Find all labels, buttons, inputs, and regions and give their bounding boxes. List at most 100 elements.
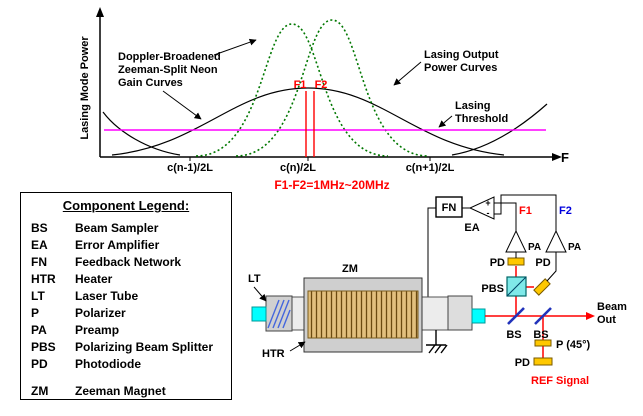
legend-name: Laser Tube — [75, 289, 139, 303]
tube-left-hatch — [267, 299, 291, 329]
legend-abbr: EA — [31, 238, 48, 252]
xtick-label-center: c(n)/2L — [280, 162, 316, 174]
lt-arrow-icon — [253, 286, 267, 302]
pbs-label: PBS — [481, 283, 504, 295]
legend-name: Error Amplifier — [75, 238, 160, 252]
beat-frequency-formula: F1-F2=1MHz~20MHz — [274, 178, 389, 192]
bs2-label: BS — [533, 329, 548, 341]
y-axis-arrow-icon — [96, 7, 104, 17]
pd-top-label: PD — [490, 257, 505, 269]
gain-annotation-line2: Zeeman-Split Neon — [118, 64, 218, 76]
legend-row-pbs: PBS Polarizing Beam Splitter — [21, 339, 231, 356]
gain-curve-f2 — [235, 19, 429, 157]
beam-out-arrow-icon — [586, 312, 595, 320]
gain-annotation-line3: Gain Curves — [118, 77, 183, 89]
beam-samplers — [507, 307, 552, 325]
legend-name: Photodiode — [75, 357, 141, 371]
signal-wires — [462, 194, 557, 282]
gain-annotation-arrow-icon — [213, 38, 257, 56]
tube-right-window — [471, 308, 486, 324]
error-amplifier — [468, 196, 495, 220]
beam-out-label-line2: Out — [597, 314, 616, 326]
bs1-label: BS — [506, 329, 521, 341]
preamp-1 — [505, 229, 527, 253]
f2-signal-label: F2 — [559, 205, 572, 217]
legend-abbr: FN — [31, 255, 47, 269]
p45-label: P (45°) — [556, 339, 590, 351]
legend-row-htr: HTR Heater — [21, 271, 231, 288]
legend-row-ea: EA Error Amplifier — [21, 237, 231, 254]
gain-annotation-arrow2-icon — [162, 90, 202, 120]
pd-side-label: PD — [535, 257, 550, 269]
output-curve-right — [451, 103, 548, 156]
beam-sampler-1 — [507, 307, 525, 325]
f2-label: F2 — [315, 79, 328, 91]
mode-frequency-lines — [305, 91, 315, 157]
xtick-label-left: c(n-1)/2L — [167, 162, 213, 174]
tube-left-window — [251, 306, 267, 322]
ground-symbol-icon — [426, 330, 448, 354]
legend-title: Component Legend: — [62, 198, 190, 213]
legend-row-bs: BS Beam Sampler — [21, 220, 231, 237]
component-legend: Component Legend: BS Beam Sampler EA Err… — [20, 192, 232, 400]
legend-name: Preamp — [75, 323, 120, 337]
ea-minus-sign: - — [487, 208, 490, 218]
gain-curves-annotation: Doppler-Broadened Zeeman-Split Neon Gain… — [118, 38, 257, 120]
zm-label: ZM — [342, 263, 358, 275]
legend-name: Polarizer — [75, 306, 126, 320]
legend-abbr: BS — [31, 221, 48, 235]
lt-label: LT — [248, 273, 261, 285]
pd-ref-label: PD — [515, 357, 530, 369]
beam-out-label-line1: Beam — [597, 301, 627, 313]
y-axis-label: Lasing Mode Power — [79, 36, 91, 140]
feedback-wire — [427, 207, 436, 297]
polarizer-45 — [534, 339, 552, 347]
threshold-annotation: Lasing Threshold — [438, 100, 508, 128]
photodiode-top — [507, 257, 525, 266]
legend-row-fn: FN Feedback Network — [21, 254, 231, 271]
zeeman-gain-curves — [195, 19, 429, 157]
legend-name: Feedback Network — [75, 255, 182, 269]
legend-name: Beam Sampler — [75, 221, 159, 235]
pa2-label: PA — [568, 242, 581, 253]
pa1-label: PA — [528, 242, 541, 253]
beam-sampler-2 — [534, 307, 552, 325]
lasing-output-power-curves — [102, 87, 548, 156]
gain-annotation-line1: Doppler-Broadened — [118, 51, 221, 63]
legend-row-pa: PA Preamp — [21, 322, 231, 339]
output-curve-center — [111, 87, 505, 156]
photodiode-side — [533, 278, 551, 296]
legend-abbr: PBS — [31, 340, 56, 354]
preamp-2 — [545, 229, 567, 253]
ea-label: EA — [464, 222, 479, 234]
x-axis-label: F — [561, 150, 569, 165]
legend-abbr: PA — [31, 323, 47, 337]
output-annotation-arrow-icon — [393, 61, 422, 86]
threshold-annotation-line1: Lasing — [455, 100, 490, 112]
pbs-diagonal — [506, 276, 527, 297]
htr-arrow-icon — [289, 341, 306, 352]
output-annotation-line2: Power Curves — [424, 62, 497, 74]
heater-winding — [307, 290, 419, 339]
legend-row-p: P Polarizer — [21, 305, 231, 322]
xtick-label-right: c(n+1)/2L — [406, 162, 455, 174]
legend-abbr: PD — [31, 357, 48, 371]
ea-plus-sign: + — [485, 198, 490, 208]
legend-abbr: LT — [31, 289, 45, 303]
legend-abbr: ZM — [31, 384, 49, 398]
legend-name: Polarizing Beam Splitter — [75, 340, 214, 354]
pa2-to-ea-wire — [494, 194, 557, 231]
legend-row-pd: PD Photodiode — [21, 356, 231, 373]
threshold-annotation-arrow-icon — [438, 115, 453, 128]
legend-abbr: HTR — [31, 272, 56, 286]
ref-signal-label: REF Signal — [531, 375, 589, 387]
output-curves-annotation: Lasing Output Power Curves — [393, 49, 499, 86]
laser-schematic: LT ZM HTR Beam Out BS BS PBS PD — [248, 194, 627, 387]
x-axis-arrow-icon — [552, 153, 562, 161]
photodiode-ref — [533, 357, 553, 366]
legend-abbr: P — [31, 306, 40, 320]
feedback-network-box — [435, 196, 463, 218]
f1-signal-label: F1 — [519, 205, 532, 217]
